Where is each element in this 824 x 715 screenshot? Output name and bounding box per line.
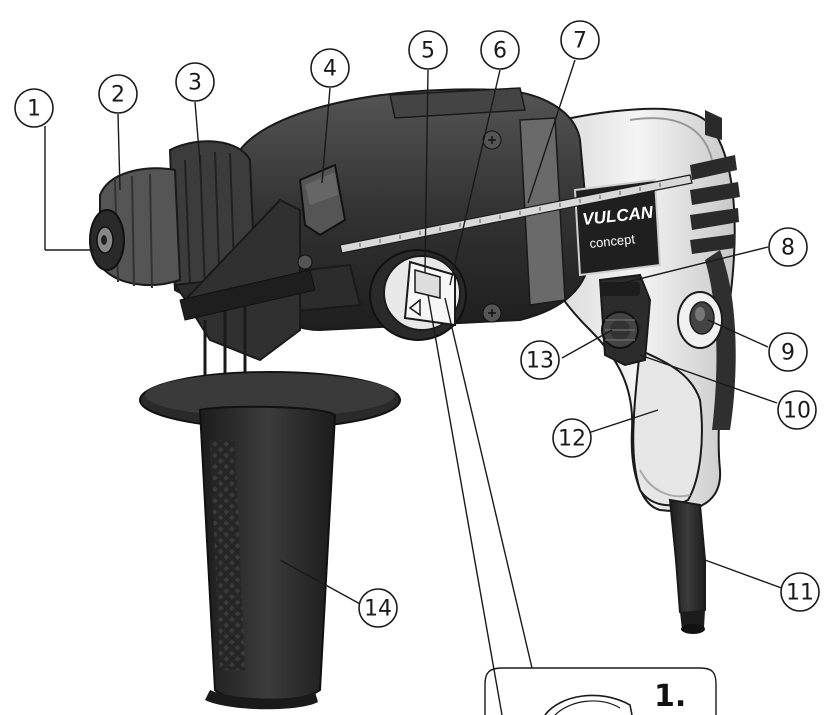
handle-grip	[632, 348, 703, 507]
callout-2: 2	[98, 74, 138, 114]
mode-selector	[369, 249, 467, 341]
depth-stop-rod	[339, 174, 693, 254]
callout-8-label: 8	[781, 236, 795, 261]
trigger-assembly	[598, 273, 652, 367]
callout-11: 11	[780, 572, 820, 612]
callout-13: 13	[520, 340, 560, 380]
detail-leaders: 1.	[427, 294, 717, 715]
callout-13-label: 13	[526, 349, 554, 374]
callout-3-label: 3	[188, 71, 202, 96]
callout-4-label: 4	[323, 57, 337, 82]
depth-stop-knob	[298, 163, 347, 237]
callout-7-label: 7	[573, 29, 587, 54]
detail-label: 1.	[654, 679, 686, 714]
callout-10: 10	[777, 390, 817, 430]
callout-5-label: 5	[421, 39, 435, 64]
callout-14: 14	[358, 588, 398, 628]
auxiliary-handle	[139, 371, 401, 710]
callout-12: 12	[552, 418, 592, 458]
callout-9: 9	[768, 332, 808, 372]
callout-4: 4	[310, 48, 350, 88]
callout-9-label: 9	[781, 341, 795, 366]
callout-12-label: 12	[558, 427, 586, 452]
callout-1: 1	[14, 88, 54, 128]
callout-8: 8	[768, 227, 808, 267]
lock-button	[677, 291, 723, 349]
callout-6: 6	[480, 30, 520, 70]
side-handle-clamp	[173, 198, 362, 410]
cord-protector	[668, 498, 706, 634]
callout-leaders	[44, 59, 788, 606]
brand-tagline: concept	[589, 231, 636, 251]
callout-2-label: 2	[111, 83, 125, 108]
callout-11-label: 11	[786, 581, 814, 606]
callout-14-label: 14	[364, 597, 392, 622]
callout-1-label: 1	[27, 97, 41, 122]
callout-7: 7	[560, 20, 600, 60]
callout-6-label: 6	[493, 39, 507, 64]
callout-3: 3	[175, 62, 215, 102]
callout-10-label: 10	[783, 399, 811, 424]
callout-5: 5	[408, 30, 448, 70]
brand-badge: VULCAN concept	[573, 178, 662, 277]
